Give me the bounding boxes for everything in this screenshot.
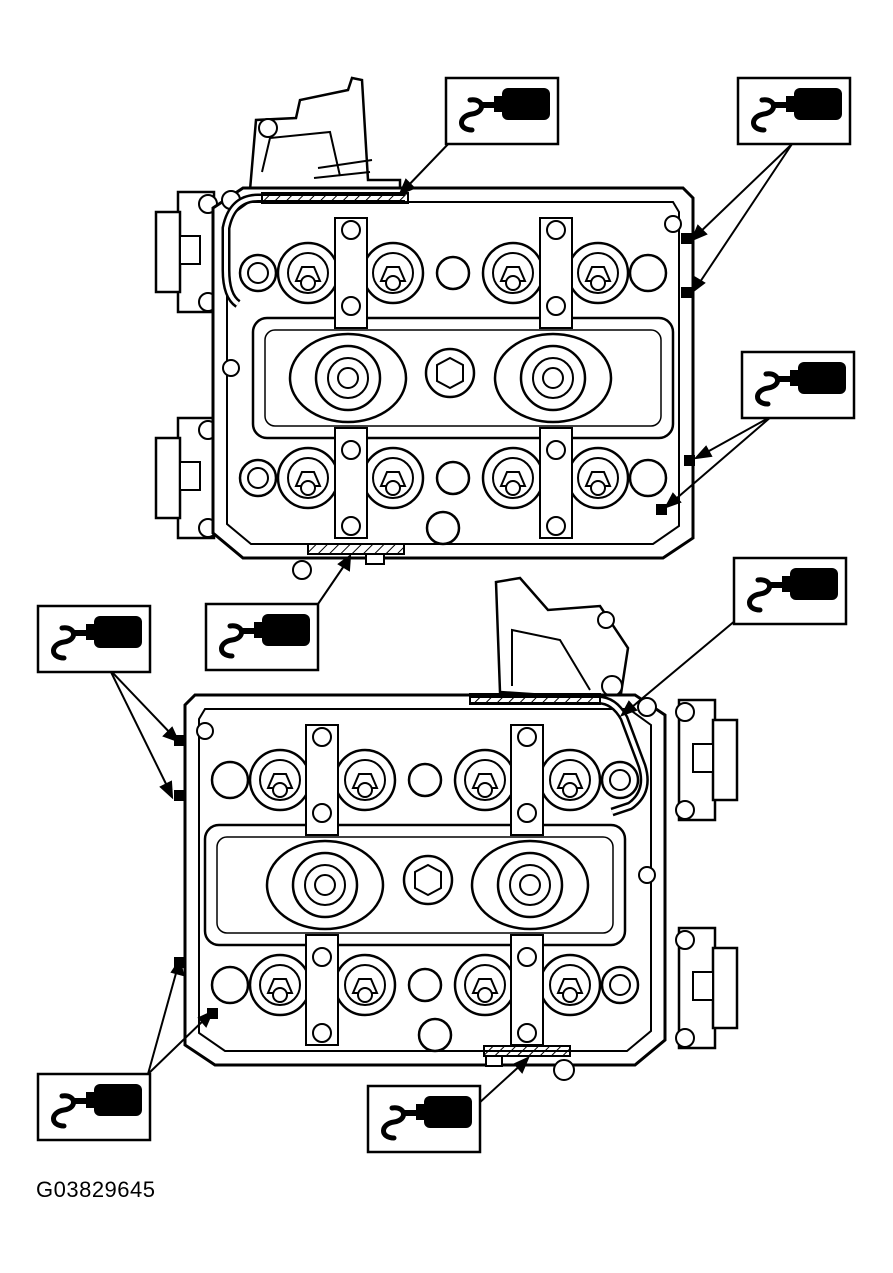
sealant-callout-7 bbox=[36, 1072, 152, 1142]
upper-cylinder-head bbox=[154, 76, 695, 580]
figure-id: G03829645 bbox=[36, 1177, 156, 1202]
sealant-callout-2 bbox=[736, 76, 852, 146]
sealant-callout-6 bbox=[36, 604, 152, 674]
sealant-callout-5 bbox=[732, 556, 848, 626]
sealant-callout-4 bbox=[204, 602, 320, 672]
sealant-callout-3 bbox=[740, 350, 856, 420]
sealant-callout-8 bbox=[366, 1084, 482, 1154]
lower-cylinder-head bbox=[174, 576, 739, 1081]
sealant-callout-1 bbox=[444, 76, 560, 146]
leader-lines bbox=[109, 139, 793, 1105]
